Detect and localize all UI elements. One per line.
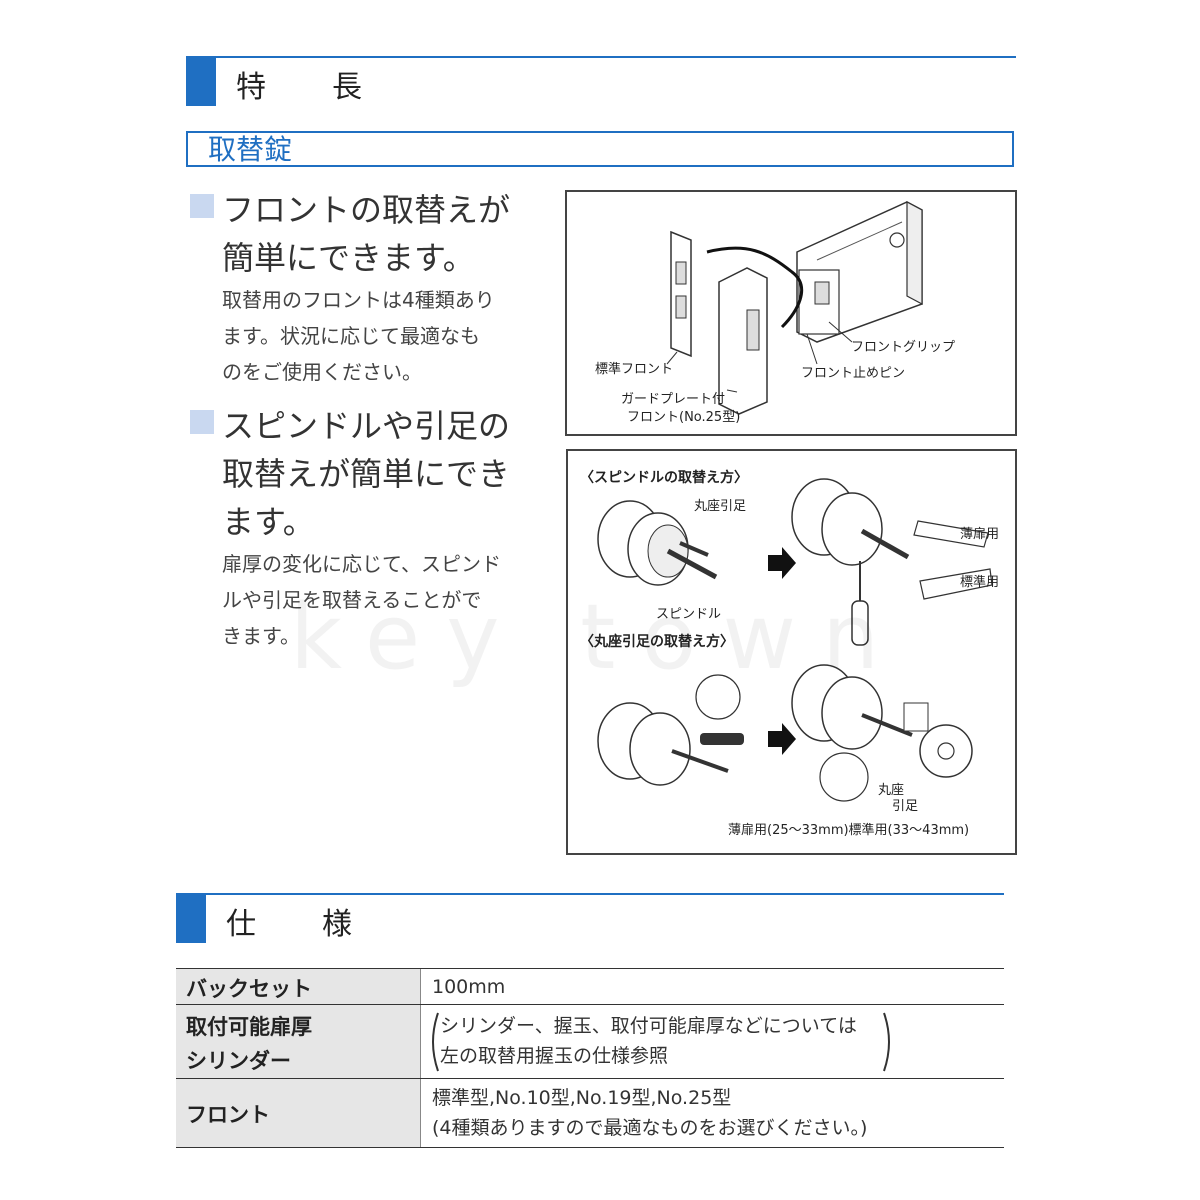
- spec-note-line: シリンダー、握玉、取付可能扉厚などについては: [440, 1015, 857, 1037]
- feature-body-line: 扉厚の変化に応じて、スピンド: [222, 552, 501, 576]
- label-standard-front: 標準フロント: [595, 362, 674, 377]
- watermark-text: key town: [290, 585, 906, 690]
- spec-value: 100mm: [432, 976, 506, 998]
- spec-value: 標準型,No.10型,No.19型,No.25型: [432, 1087, 732, 1109]
- feature-square-icon: [190, 194, 214, 218]
- feature-body-line: のをご使用ください。: [222, 360, 422, 384]
- front-diagram: 標準フロント ガードプレート付 フロント(No.25型) フロントグリップ フロ…: [565, 190, 1017, 436]
- header-accent-bar: [176, 895, 206, 943]
- bracket-right: [883, 1012, 890, 1072]
- feature-heading-line: ます。: [222, 503, 315, 541]
- features-section-header: 特 長: [186, 56, 1016, 106]
- feature-body-line: きます。: [222, 624, 300, 648]
- bracket-left: [432, 1012, 439, 1072]
- feature-body-line: ルや引足を取替えることがで: [222, 588, 482, 612]
- label-guard-plate-2: フロント(No.25型): [627, 410, 741, 425]
- header-rule: [176, 893, 1004, 895]
- header-rule: [186, 56, 1016, 58]
- spec-row-door-cylinder: 取付可能扉厚 シリンダー シリンダー、握玉、取付可能扉厚などについては 左の取替…: [176, 1004, 1004, 1079]
- label-front-pin: フロント止めピン: [801, 366, 906, 381]
- label-guard-plate-1: ガードプレート付: [621, 392, 726, 407]
- feature-front-replacement: フロントの取替えが 簡単にできます。 取替用のフロントは4種類あり ます。状況に…: [190, 186, 540, 390]
- spec-label: 取付可能扉厚: [186, 1015, 312, 1039]
- subsection-title: 取替錠: [208, 133, 293, 166]
- spindle-diagram: 〈スピンドルの取替え方〉 丸座引足 スピンドル 薄扉用 標準用 〈丸座引足の取替…: [566, 449, 1017, 855]
- spec-value: (4種類ありますので最適なものをお選びください。): [432, 1117, 868, 1139]
- feature-spindle-replacement: スピンドルや引足の 取替えが簡単にでき ます。 扉厚の変化に応じて、スピンド ル…: [190, 402, 540, 654]
- caption-spindle: 〈スピンドルの取替え方〉: [580, 470, 748, 486]
- spec-label: バックセット: [186, 977, 312, 1001]
- feature-heading-line: スピンドルや引足の: [222, 407, 511, 445]
- knob-illustrations: [597, 478, 993, 802]
- header-accent-bar: [186, 58, 216, 106]
- specs-title: 仕 様: [226, 907, 370, 942]
- label-maruza-hikiashi: 丸座引足: [694, 499, 747, 514]
- features-title: 特 長: [236, 70, 380, 105]
- spec-row-backset: バックセット 100mm: [176, 968, 1004, 1005]
- label-thickness-range: 薄扉用(25〜33mm)標準用(33〜43mm): [728, 823, 970, 838]
- label-spindle: スピンドル: [656, 607, 722, 622]
- caption-maruza: 〈丸座引足の取替え方〉: [580, 634, 734, 650]
- spec-label: フロント: [186, 1103, 270, 1127]
- feature-body-line: 取替用のフロントは4種類あり: [222, 288, 495, 312]
- lock-case-illustration: [666, 201, 923, 415]
- subsection-header: 取替錠: [186, 131, 1014, 167]
- label-front-grip: フロントグリップ: [851, 340, 956, 355]
- label-hikiashi: 引足: [892, 799, 919, 814]
- spec-row-front: フロント 標準型,No.10型,No.19型,No.25型 (4種類ありますので…: [176, 1078, 1004, 1148]
- label-thin-door: 薄扉用: [960, 527, 1000, 542]
- feature-square-icon: [190, 410, 214, 434]
- feature-body-line: ます。状況に応じて最適なも: [222, 324, 480, 348]
- spec-label: シリンダー: [186, 1049, 291, 1073]
- specs-section-header: 仕 様: [176, 893, 1004, 943]
- feature-heading-line: 簡単にできます。: [222, 239, 475, 277]
- label-standard: 標準用: [960, 575, 1000, 590]
- spec-note-line: 左の取替用握玉の仕様参照: [440, 1045, 669, 1067]
- feature-heading-line: フロントの取替えが: [222, 191, 511, 229]
- label-maruza: 丸座: [878, 783, 905, 798]
- feature-heading-line: 取替えが簡単にでき: [222, 455, 511, 493]
